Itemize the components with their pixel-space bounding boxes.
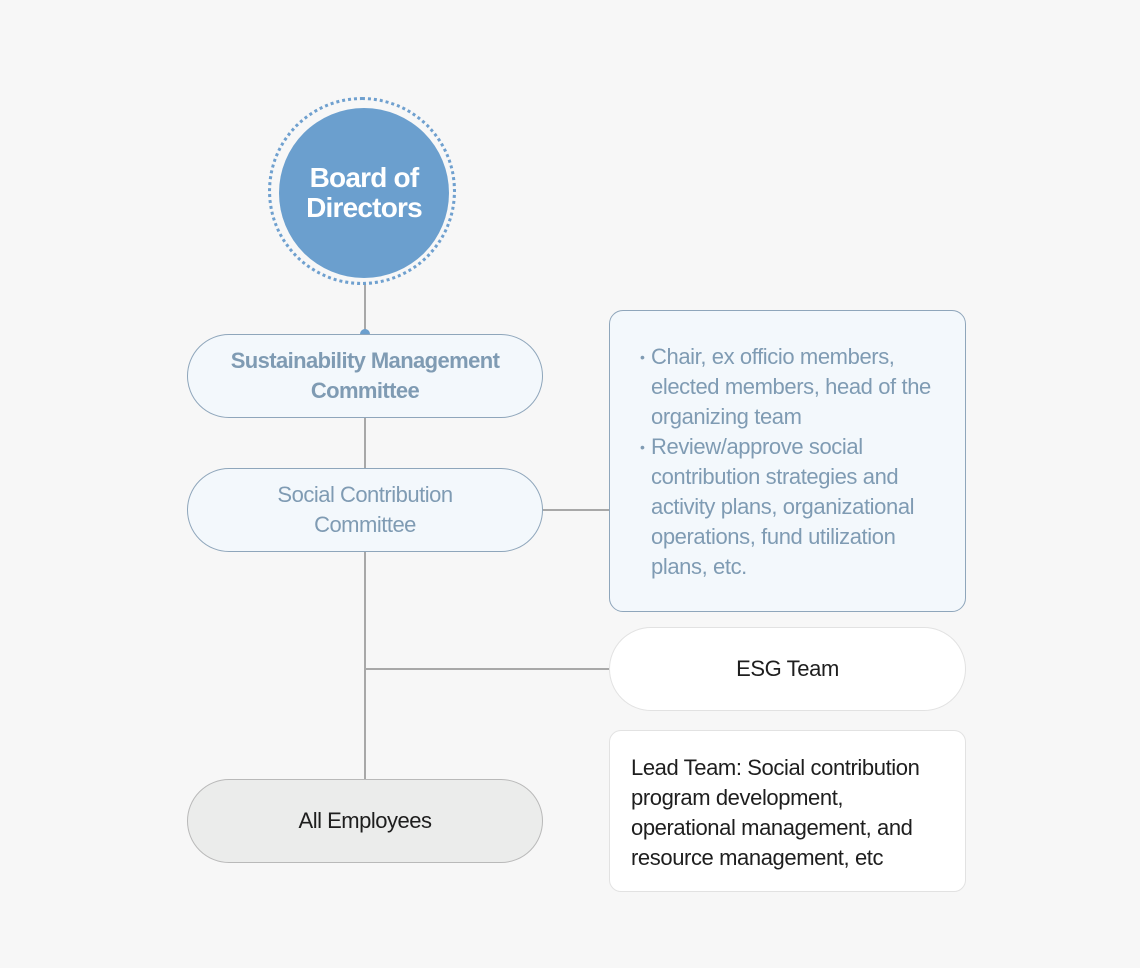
social-contribution-committee-label: Social Contribution Committee [277, 482, 453, 537]
committee-detail-item: Chair, ex officio members, elected membe… [640, 342, 945, 432]
sustainability-committee-node: Sustainability Management Committee [187, 334, 543, 418]
sustainability-committee-label: Sustainability Management Committee [230, 348, 500, 403]
lead-team-box: Lead Team: Social contribution program d… [609, 730, 966, 892]
lead-team-label: Lead Team: Social contribution program d… [631, 755, 920, 870]
committee-details-box: Chair, ex officio members, elected membe… [609, 310, 966, 612]
board-of-directors-label: Board of Directors [306, 162, 423, 223]
board-outer-ring [268, 97, 456, 285]
social-contribution-committee-node: Social Contribution Committee [187, 468, 543, 552]
all-employees-node: All Employees [187, 779, 543, 863]
esg-team-label: ESG Team [736, 656, 839, 681]
all-employees-label: All Employees [298, 808, 432, 833]
esg-team-node: ESG Team [609, 627, 966, 711]
committee-details-list: Chair, ex officio members, elected membe… [640, 342, 945, 582]
committee-detail-item: Review/approve social contribution strat… [640, 432, 945, 582]
board-of-directors-node: Board of Directors [279, 108, 449, 278]
